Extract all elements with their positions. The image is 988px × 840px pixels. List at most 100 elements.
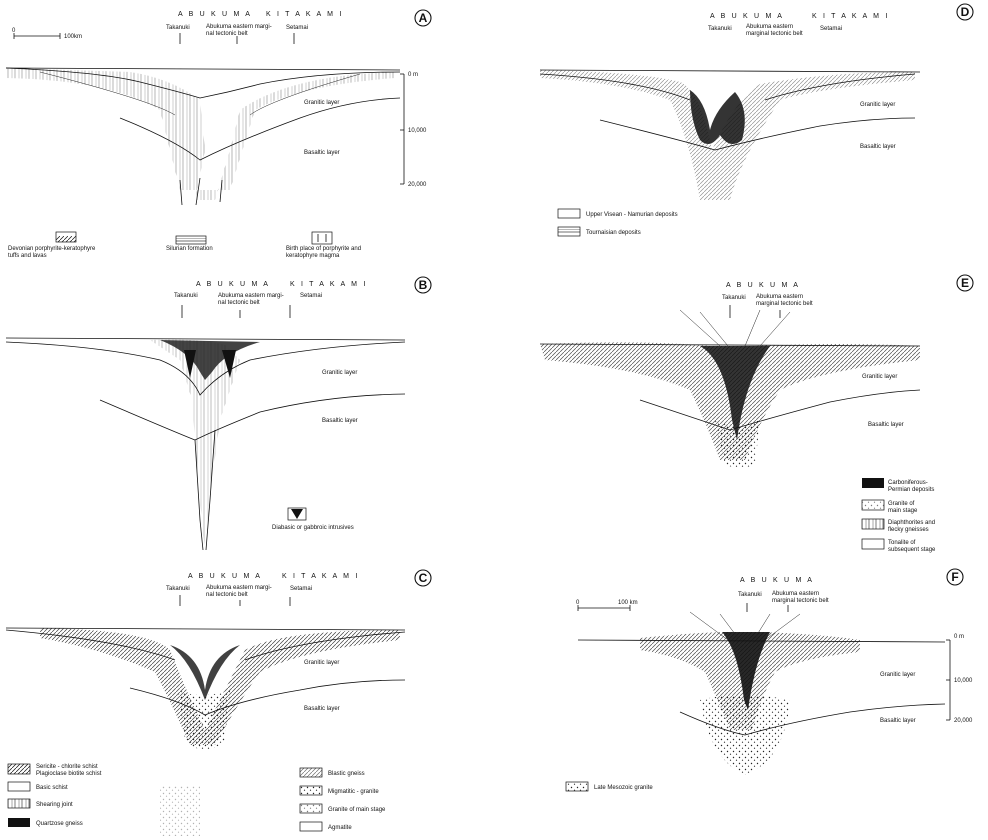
panel-c-letter: C xyxy=(419,571,428,585)
legend-blastic-gneiss: Blastic gneiss xyxy=(328,771,365,777)
panel-e-place-takanuki: Takanuki xyxy=(722,295,746,301)
panel-b-place-setamai: Setamai xyxy=(300,293,322,299)
panel-c: C A B U K U M A K I T A K A M I Takanuki… xyxy=(6,570,431,836)
panel-a-region-left: A B U K U M A xyxy=(178,11,252,18)
panel-f-depth-scale: 0 m 10,000 20,000 xyxy=(946,634,973,724)
legend-agmatite: Agmatite xyxy=(328,825,352,831)
panel-f-letter: F xyxy=(951,570,958,584)
panel-d-place-takanuki: Takanuki xyxy=(708,26,732,32)
panel-a-letter: A xyxy=(419,11,428,25)
panel-c-place-setamai: Setamai xyxy=(290,586,312,592)
panel-c-place-takanuki: Takanuki xyxy=(166,586,190,592)
panel-e-region-left: A B U K U M A xyxy=(726,282,800,289)
legend-birth-place: Birth place of porphyrite andkeratophyre… xyxy=(286,246,361,259)
panel-f-scale-label: 100 km xyxy=(618,600,638,606)
legend-silurian: Silurian formation xyxy=(166,246,213,252)
panel-b-basaltic-boundary xyxy=(100,394,405,440)
panel-f-basaltic-label: Basaltic layer xyxy=(880,718,916,724)
panel-b-place-belt: Abukuma eastern margi-nal tectonic belt xyxy=(218,293,284,306)
panel-a-depth-20000: 20,000 xyxy=(408,182,427,188)
panel-f-region-left: A B U K U M A xyxy=(740,577,814,584)
panel-a-granite-mass xyxy=(6,68,395,200)
panel-c-region-left: A B U K U M A xyxy=(188,573,262,580)
panel-c-granite-main-stage xyxy=(178,690,230,750)
panel-c-region-right: K I T A K A M I xyxy=(282,573,360,580)
panel-a-scale-bar: 0 100km xyxy=(12,28,82,40)
panel-a-place-takanuki: Takanuki xyxy=(166,25,190,31)
panel-a-granitic-label: Granitic layer xyxy=(304,100,339,106)
panel-f-granitic-label: Granitic layer xyxy=(880,672,915,678)
legend-visean: Upper Visean - Namurian deposits xyxy=(586,212,678,218)
panel-d-letter: D xyxy=(961,5,970,19)
panel-c-place-belt: Abukuma eastern margi-nal tectonic belt xyxy=(206,585,272,598)
panel-d-granitic-label: Granitic layer xyxy=(860,102,895,108)
panel-f-scale-bar: 0 100 km xyxy=(576,600,638,611)
panel-a-basaltic-label: Basaltic layer xyxy=(304,150,340,156)
panel-d-surface xyxy=(540,70,920,72)
panel-c-granite-dots-scatter xyxy=(160,786,200,836)
panel-d-region-right: K I T A K A M I xyxy=(812,13,890,20)
panel-a-depth-0: 0 m xyxy=(408,72,418,78)
panel-d-basaltic-label: Basaltic layer xyxy=(860,144,896,150)
panel-b-place-takanuki: Takanuki xyxy=(174,293,198,299)
panel-d: D A B U K U M A K I T A K A M I Takanuki… xyxy=(540,4,973,236)
panel-b-region-right: K I T A K A M I xyxy=(290,281,368,288)
panel-a-place-setamai: Setamai xyxy=(286,25,308,31)
legend-carboniferous: Carboniferous-Permian deposits xyxy=(888,480,934,493)
panel-f-legend: Late Mesozoic granite xyxy=(566,782,653,791)
panel-b-letter: B xyxy=(419,278,428,292)
panel-b-granitic-label: Granitic layer xyxy=(322,370,357,376)
legend-diabasic: Diabasic or gabbroic intrusives xyxy=(272,525,354,531)
panel-b: B A B U K U M A K I T A K A M I Takanuki… xyxy=(6,277,431,550)
svg-text:0: 0 xyxy=(576,600,580,606)
panel-a-surface xyxy=(6,68,400,70)
panel-d-dark-core xyxy=(690,90,745,144)
panel-c-basaltic-label: Basaltic layer xyxy=(304,706,340,712)
panel-b-basaltic-label: Basaltic layer xyxy=(322,418,358,424)
legend-basic-schist: Basic schist xyxy=(36,785,68,791)
panel-a: A A B U K U M A K I T A K A M I Takanuki… xyxy=(6,10,431,259)
panel-f: F A B U K U M A Takanuki Abukuma eastern… xyxy=(566,569,973,791)
panel-b-legend: Diabasic or gabbroic intrusives xyxy=(272,508,354,531)
panel-b-surface xyxy=(6,338,405,340)
panel-e-letter: E xyxy=(961,276,969,290)
panel-a-depth-scale: 0 m 10,000 20,000 xyxy=(400,72,427,188)
panel-f-depth-0: 0 m xyxy=(954,634,964,640)
panel-a-place-belt: Abukuma eastern margi-nal tectonic belt xyxy=(206,24,272,37)
panel-f-depth-10000: 10,000 xyxy=(954,678,973,684)
legend-granite-main-stage: Granite of main stage xyxy=(328,807,386,813)
legend-migmatitic-granite: Migmatitic - granite xyxy=(328,789,379,795)
svg-text:0: 0 xyxy=(12,28,16,34)
legend-quartzose-gneiss: Quartzose gneiss xyxy=(36,821,83,827)
panel-a-scale-label: 100km xyxy=(64,34,82,40)
panel-d-place-setamai: Setamai xyxy=(820,26,842,32)
panel-e-basaltic-label: Basaltic layer xyxy=(868,422,904,428)
panel-d-region-left: A B U K U M A xyxy=(710,13,784,20)
panel-b-diabasic-intrusive xyxy=(160,340,260,380)
panel-a-depth-10000: 10,000 xyxy=(408,128,427,134)
legend-tournaisian: Tournaisian deposits xyxy=(586,230,641,236)
panel-f-depth-20000: 20,000 xyxy=(954,718,973,724)
panel-a-region-right: K I T A K A M I xyxy=(266,11,344,18)
panel-c-granitic-label: Granitic layer xyxy=(304,660,339,666)
panel-e: E A B U K U M A Takanuki Abukuma eastern… xyxy=(540,275,973,553)
panel-e-granitic-label: Granitic layer xyxy=(862,374,897,380)
legend-shearing-joint: Shearing joint xyxy=(36,802,73,808)
panel-b-region-left: A B U K U M A xyxy=(196,281,270,288)
panel-e-legend: Carboniferous-Permian deposits Granite o… xyxy=(862,478,936,553)
legend-late-mesozoic: Late Mesozoic granite xyxy=(594,785,653,791)
panel-c-legend-right: Blastic gneiss Migmatitic - granite Gran… xyxy=(300,768,386,831)
panel-d-legend: Upper Visean - Namurian deposits Tournai… xyxy=(558,209,678,236)
panel-f-place-takanuki: Takanuki xyxy=(738,592,762,598)
